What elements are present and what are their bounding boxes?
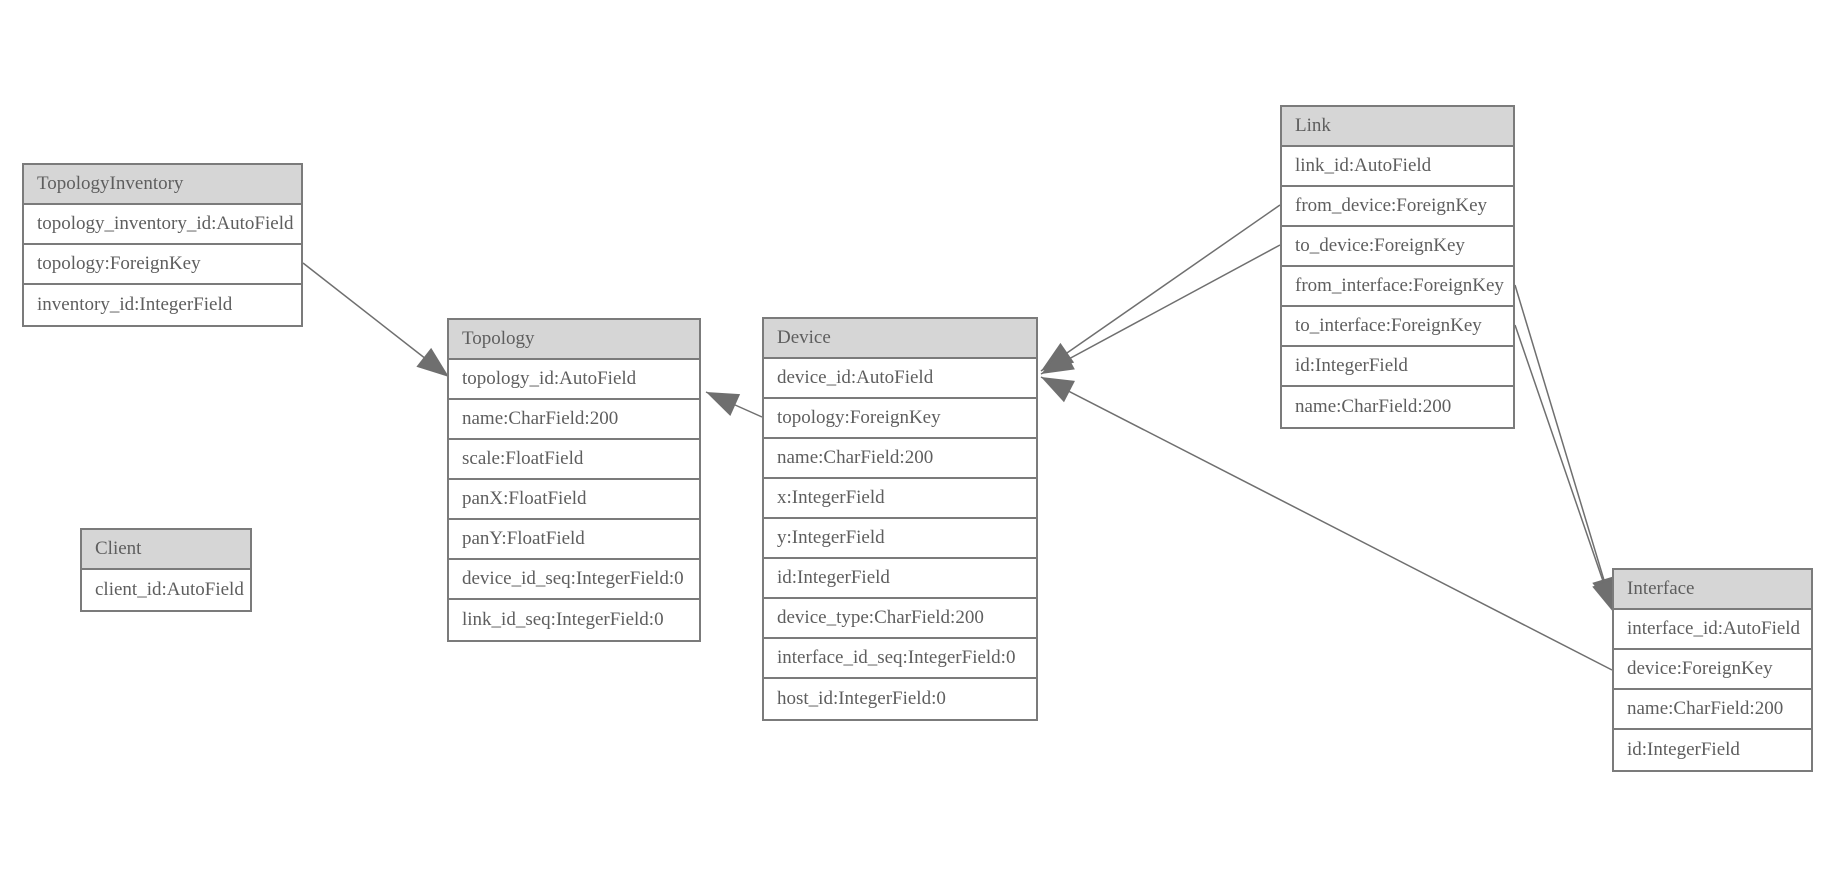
field-row-interface-interface_id: interface_id:AutoField [1614,610,1811,650]
field-row-topologyinventory-inventory_id: inventory_id:IntegerField [24,285,301,325]
field-row-topology-panY: panY:FloatField [449,520,699,560]
field-row-link-link_id: link_id:AutoField [1282,147,1513,187]
table-title-topology: Topology [449,320,699,360]
field-row-topology-name: name:CharField:200 [449,400,699,440]
field-row-device-device_id: device_id:AutoField [764,359,1036,399]
field-row-device-host_id: host_id:IntegerField:0 [764,679,1036,719]
relationship-Link.from_interface-to-Interface.interface_id [1514,284,1616,611]
table-title-link: Link [1282,107,1513,147]
field-row-device-y: y:IntegerField [764,519,1036,559]
relationship-Link.to_interface-to-Interface.interface_id [1514,324,1615,614]
table-title-client: Client [82,530,250,570]
field-row-device-x: x:IntegerField [764,479,1036,519]
field-row-topologyinventory-topology_inventory_id: topology_inventory_id:AutoField [24,205,301,245]
field-row-topology-topology_id: topology_id:AutoField [449,360,699,400]
field-row-device-topology: topology:ForeignKey [764,399,1036,439]
relationship-Device.topology-to-Topology.topology_id [705,391,763,418]
relationship-Link.from_device-to-Device.device_id [1040,204,1281,372]
field-row-link-to_device: to_device:ForeignKey [1282,227,1513,267]
field-row-topology-device_id_seq: device_id_seq:IntegerField:0 [449,560,699,600]
field-row-link-to_interface: to_interface:ForeignKey [1282,307,1513,347]
field-row-interface-device: device:ForeignKey [1614,650,1811,690]
field-row-link-from_device: from_device:ForeignKey [1282,187,1513,227]
field-row-topologyinventory-topology: topology:ForeignKey [24,245,301,285]
table-title-topologyinventory: TopologyInventory [24,165,301,205]
table-title-interface: Interface [1614,570,1811,610]
relationship-Link.to_device-to-Device.device_id [1040,244,1281,375]
field-row-topology-panX: panX:FloatField [449,480,699,520]
field-row-interface-name: name:CharField:200 [1614,690,1811,730]
field-row-device-name: name:CharField:200 [764,439,1036,479]
field-row-link-id: id:IntegerField [1282,347,1513,387]
field-row-device-id: id:IntegerField [764,559,1036,599]
field-row-link-from_interface: from_interface:ForeignKey [1282,267,1513,307]
field-row-topology-scale: scale:FloatField [449,440,699,480]
table-title-device: Device [764,319,1036,359]
field-row-device-interface_id_seq: interface_id_seq:IntegerField:0 [764,639,1036,679]
field-row-interface-id: id:IntegerField [1614,730,1811,770]
field-row-device-device_type: device_type:CharField:200 [764,599,1036,639]
relationship-TopologyInventory.topology-to-Topology.topology_id [302,262,450,378]
field-row-link-name: name:CharField:200 [1282,387,1513,427]
field-row-topology-link_id_seq: link_id_seq:IntegerField:0 [449,600,699,640]
field-row-client-client_id: client_id:AutoField [82,570,250,610]
